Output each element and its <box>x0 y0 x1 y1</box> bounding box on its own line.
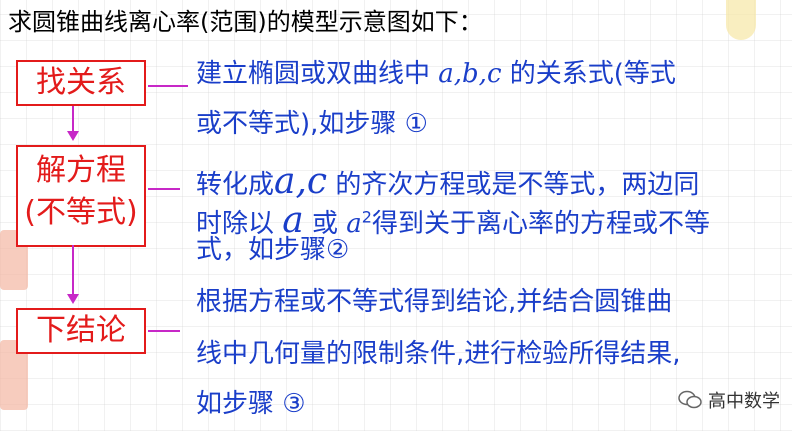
arrow-1-head <box>67 131 79 141</box>
step-3-desc-line3: 如步骤 ③ <box>196 389 306 419</box>
watermark: 高中数学 <box>678 387 780 413</box>
step-box-solve-line2: (不等式) <box>24 195 138 230</box>
step-box-solve-equation: 解方程 (不等式) <box>16 145 146 247</box>
arrow-2-head <box>67 294 79 304</box>
step-2-text-d: 或 <box>303 209 347 239</box>
step-1-desc-line2: 或不等式),如步骤 ① <box>196 109 428 139</box>
step-1-math: a,b,c <box>438 59 502 89</box>
connector-1 <box>148 85 188 87</box>
step-2-sup: 2 <box>361 207 372 227</box>
step-2-math-ac: a,c <box>274 161 328 202</box>
watermark-label: 高中数学 <box>708 391 780 412</box>
step-2-math-a2: a <box>346 209 362 239</box>
step-3-desc-line2: 线中几何量的限制条件,进行检验所得结果, <box>196 339 681 369</box>
arrow-2-line <box>72 245 74 295</box>
step-2-desc-line1: 转化成a,c 的齐次方程或是不等式，两边同 <box>196 156 699 208</box>
wechat-icon <box>678 390 702 409</box>
decoration-top <box>726 0 756 40</box>
step-2-text-c: 时除以 <box>196 209 283 239</box>
step-1-text-a: 建立椭圆或双曲线中 <box>196 59 439 89</box>
step-box-solve-line1: 解方程 <box>36 153 126 188</box>
connector-3 <box>148 330 180 332</box>
step-box-conclusion: 下结论 <box>16 308 146 354</box>
step-2-text-b: 的齐次方程或是不等式，两边同 <box>327 170 700 200</box>
step-2-text-e: 得到关于离心率的方程或不等 <box>371 209 710 239</box>
step-1-text-b: 的关系式(等式 <box>501 59 676 89</box>
step-2-math-a: a <box>282 200 304 241</box>
page-title: 求圆锥曲线离心率(范围)的模型示意图如下： <box>8 8 483 36</box>
step-2-text-a: 转化成 <box>196 170 275 200</box>
step-box-find-relation: 找关系 <box>16 60 146 106</box>
step-2-desc-line2: 时除以 a 或 a2得到关于离心率的方程或不等 <box>196 195 710 247</box>
arrow-1-line <box>72 106 74 132</box>
step-1-desc-line1: 建立椭圆或双曲线中 a,b,c 的关系式(等式 <box>196 56 676 94</box>
connector-2 <box>148 188 180 190</box>
step-3-desc-line1: 根据方程或不等式得到结论,并结合圆锥曲 <box>196 287 673 317</box>
step-2-desc-line3: 式，如步骤② <box>196 235 350 265</box>
